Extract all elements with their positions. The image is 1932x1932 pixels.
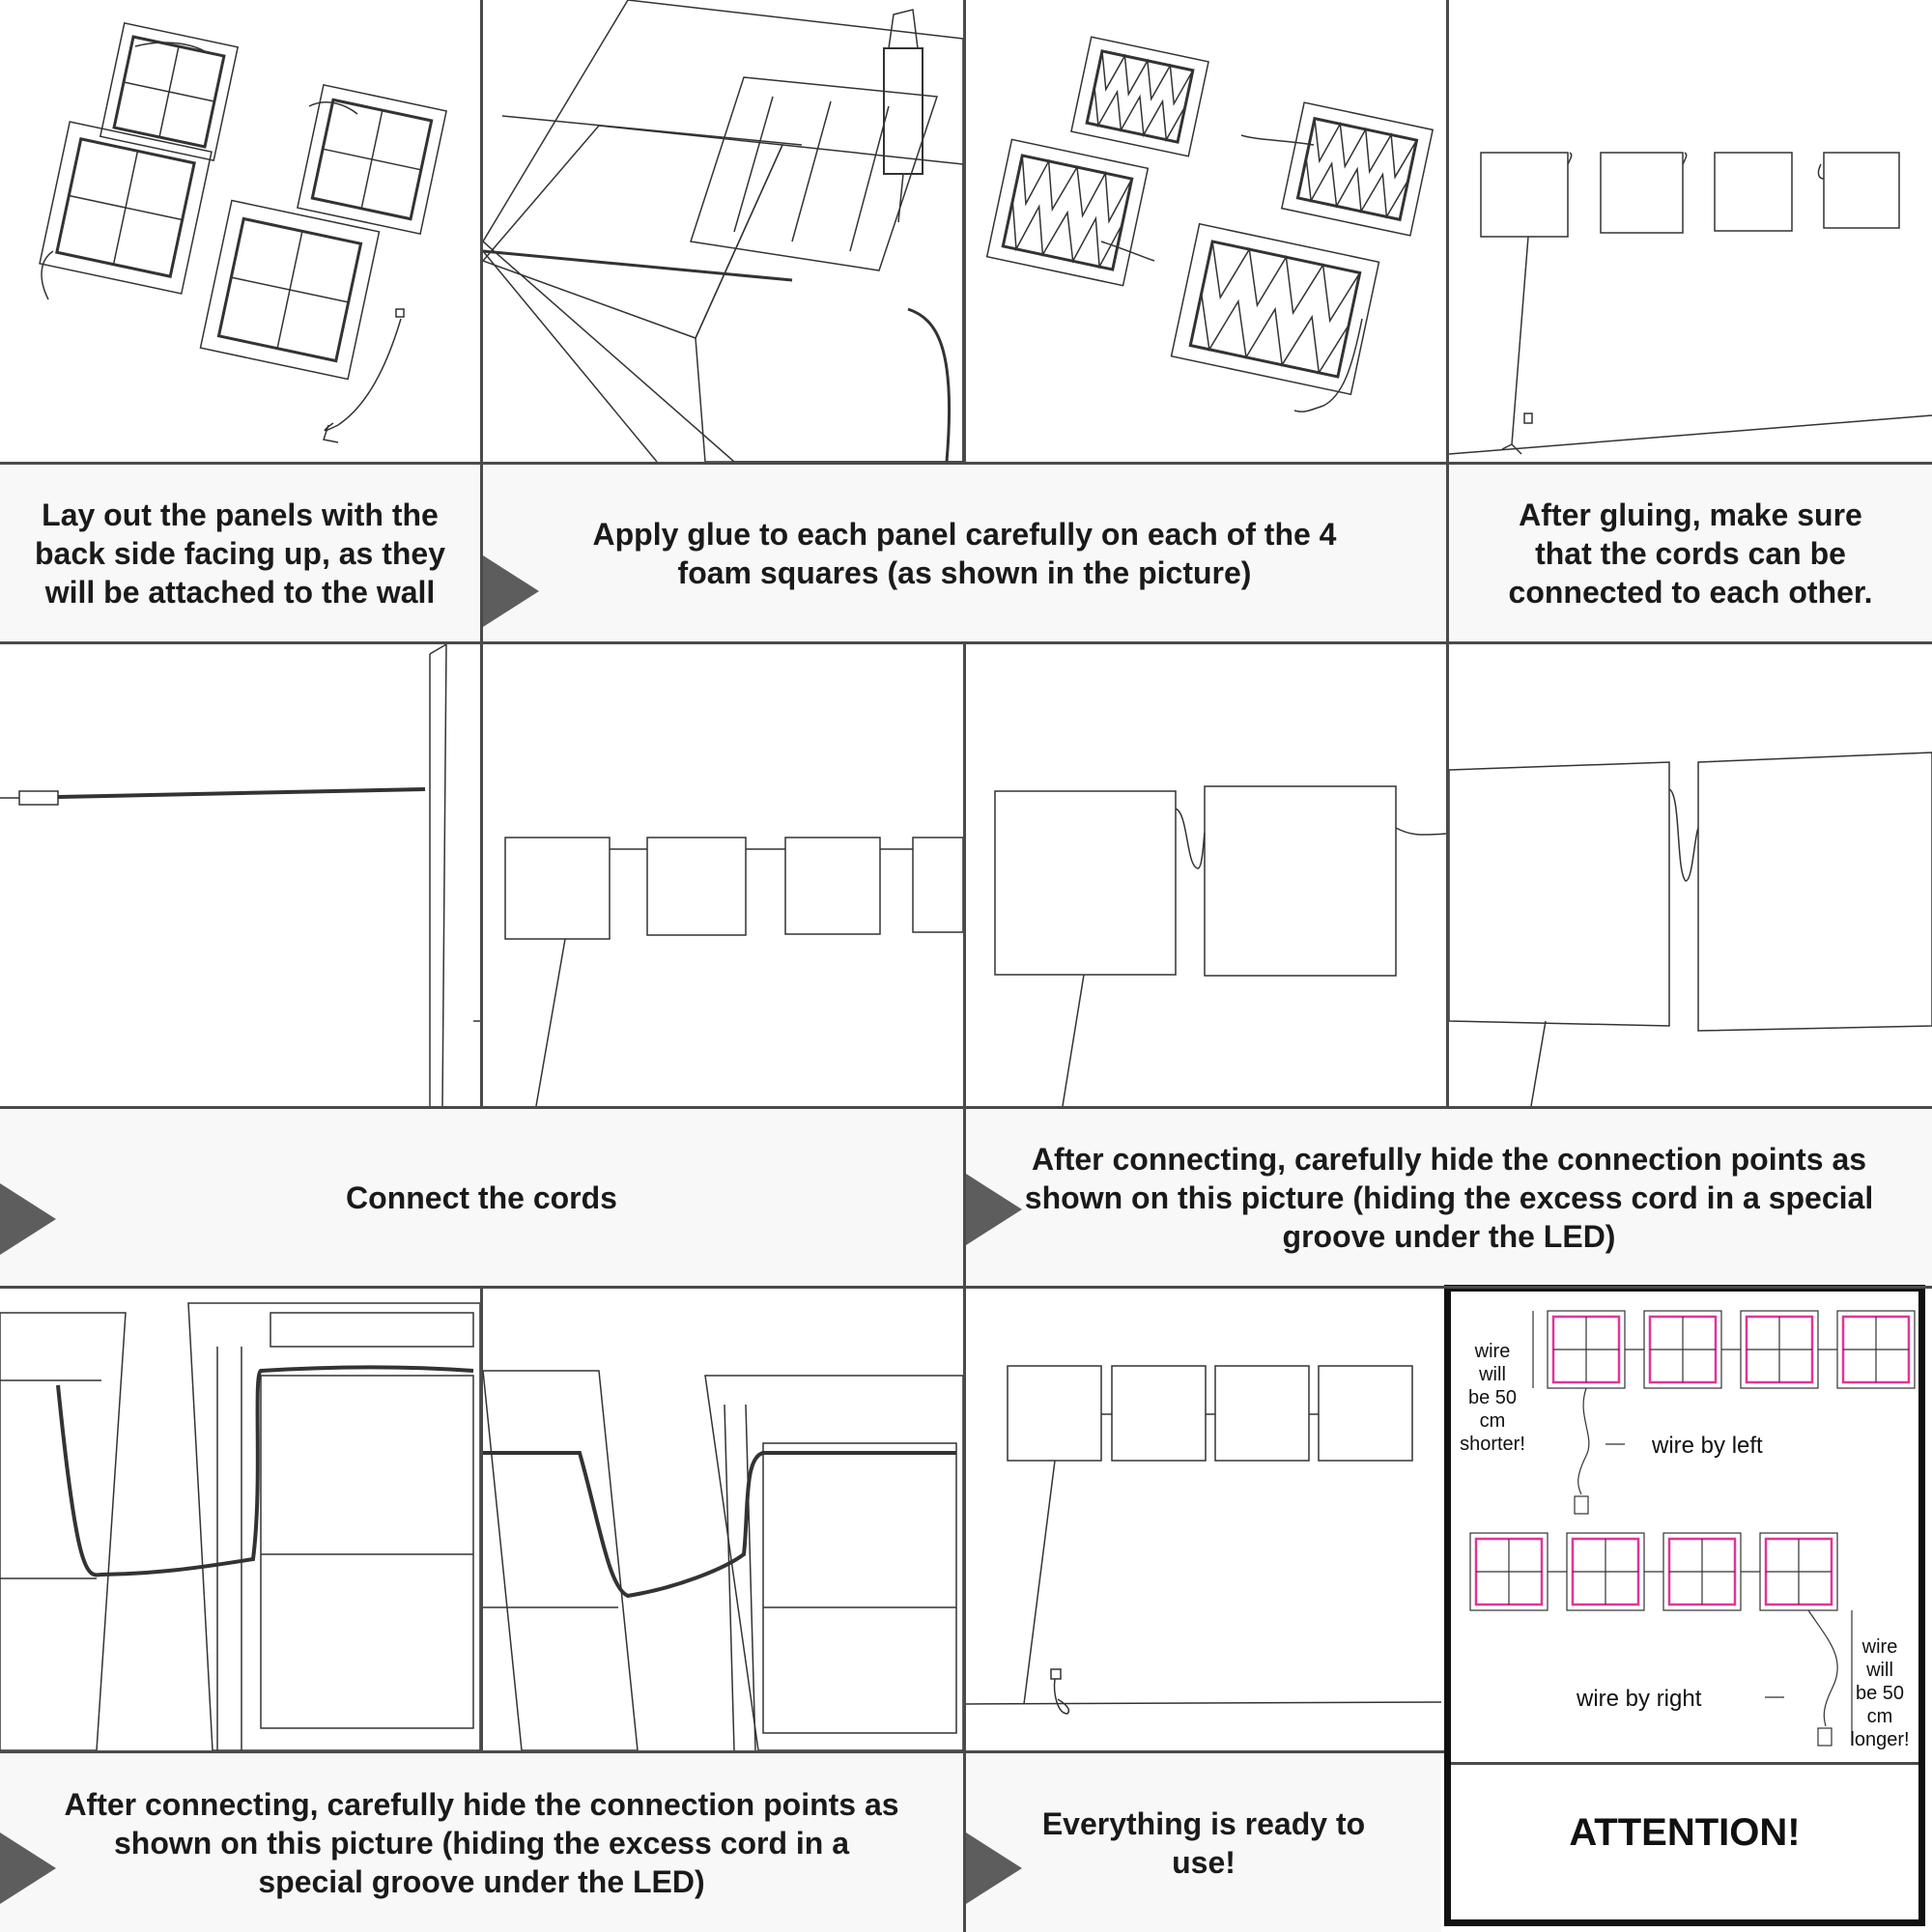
attention-title: ATTENTION! (1569, 1810, 1801, 1854)
step-hide-connections-caption-1: After connecting, carefully hide the con… (966, 1109, 1932, 1286)
attention-divider (1451, 1762, 1918, 1765)
illustration-ready-to-use (966, 1289, 1441, 1750)
step-hide-connections-caption-2: After connecting, carefully hide the con… (0, 1753, 963, 1932)
step-after-gluing-caption: After gluing, make sure that the cords c… (1449, 465, 1932, 641)
step-connect-cords-caption: Connect the cords (0, 1109, 963, 1286)
grid-divider (480, 1289, 483, 1750)
illustration-hide-cord-detail (1449, 644, 1932, 1106)
illustration-hide-cord-close (966, 644, 1446, 1106)
grid-divider (0, 641, 1932, 644)
attention-box: wire will be 50 cm shorter! wire by left… (1444, 1285, 1925, 1926)
grid-divider (0, 462, 1932, 465)
panel-row-wire-left (1532, 1310, 1916, 1515)
grid-divider (0, 1750, 1444, 1753)
step-lay-out-caption: Lay out the panels with the back side fa… (0, 465, 480, 641)
grid-divider (0, 1286, 1932, 1289)
step-arrow-icon (483, 555, 539, 627)
step-arrow-icon (0, 1183, 56, 1255)
illustration-foam-squares (966, 0, 1446, 462)
step-ready-caption: Everything is ready to use! (966, 1753, 1441, 1932)
panel-row-wire-right (1469, 1532, 1853, 1747)
illustration-cord-connector (0, 644, 480, 1106)
label-wire-by-left: wire by left (1652, 1433, 1763, 1459)
grid-divider (1446, 0, 1449, 641)
illustration-panels-connected (483, 644, 963, 1106)
grid-divider (0, 1106, 1932, 1109)
illustration-apply-glue (483, 0, 963, 462)
note-wire-shorter: wire will be 50 cm shorter! (1460, 1341, 1525, 1455)
step-arrow-icon (966, 1174, 1022, 1245)
grid-divider (480, 0, 483, 641)
illustration-panels-laid-out (0, 0, 480, 462)
step-arrow-icon (966, 1833, 1022, 1904)
note-wire-longer: wire will be 50 cm longer! (1850, 1636, 1910, 1750)
illustration-groove-detail-1 (0, 1289, 480, 1750)
grid-divider (480, 644, 483, 1106)
grid-divider (963, 644, 966, 1286)
illustration-cords-on-wall (1449, 0, 1932, 462)
illustration-groove-detail-2 (483, 1289, 963, 1750)
grid-divider (1446, 644, 1449, 1106)
step-apply-glue-caption: Apply glue to each panel carefully on ea… (483, 465, 1446, 641)
step-arrow-icon (0, 1833, 56, 1904)
grid-divider (963, 1289, 966, 1932)
label-wire-by-right: wire by right (1577, 1686, 1702, 1712)
grid-divider (963, 0, 966, 462)
